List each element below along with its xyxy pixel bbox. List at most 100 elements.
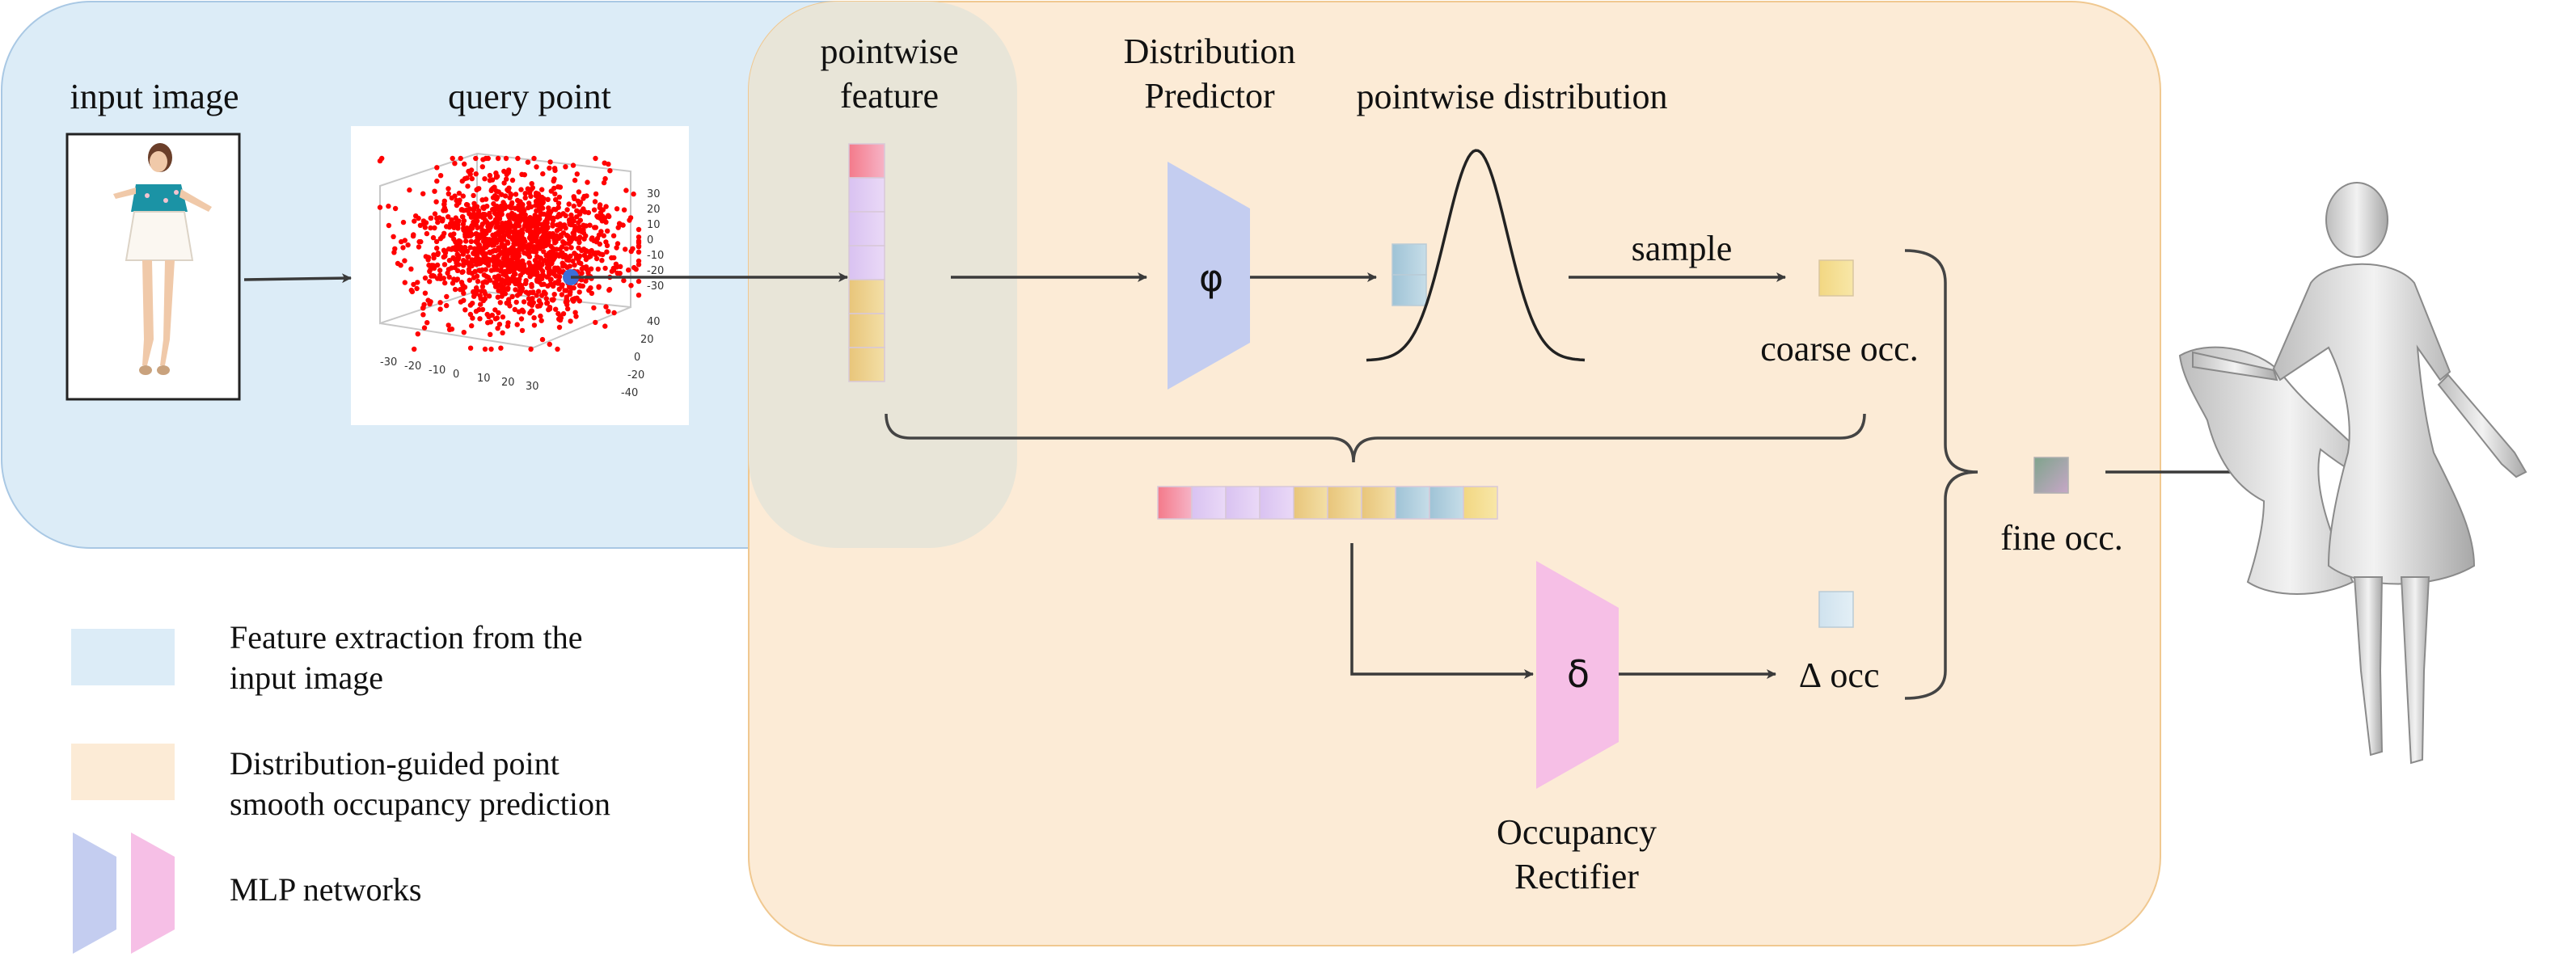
scatter-point [540,171,546,177]
scatter-point [411,232,416,238]
scatter-point [556,324,563,331]
scatter-point [621,277,627,284]
scatter-point [468,238,474,244]
scatter-point [377,158,383,164]
scatter-point [467,277,472,283]
occupancy-prediction-panel [748,1,2161,946]
scatter-point [495,326,500,331]
scatter-point [557,184,564,190]
scatter-point [449,217,454,223]
scatter-point [604,242,610,249]
scatter-point [522,195,528,200]
scatter-point [482,245,488,251]
scatter-point [583,264,589,270]
scatter-point [606,286,613,293]
scatter-point [531,215,538,221]
scatter-point [546,269,552,275]
scatter-point [599,258,605,263]
scatter-point [463,259,469,266]
scatter-point [508,205,514,211]
scatter-point [494,239,500,246]
scatter-point [565,234,571,239]
scatter-point [437,268,443,273]
scatter-point [603,219,609,225]
scatter-point [479,306,486,313]
scatter-point [571,230,577,235]
x-tick-label: -20 [404,360,421,373]
scatter-point [451,256,457,262]
z-tick-label: 0 [647,234,653,247]
scatter-point [521,262,527,268]
scatter-point [601,179,607,186]
scatter-point [551,292,557,297]
scatter-point [493,173,500,179]
scatter-point [585,179,590,185]
scatter-point [539,293,545,298]
scatter-point [424,320,430,326]
combine-brace [1904,249,1978,700]
scatter-point [570,258,576,264]
scatter-point [539,273,545,280]
scatter-point [636,278,642,285]
scatter-point [563,213,568,218]
scatter-point [479,251,486,257]
scatter-point [611,310,617,316]
concat-cell-6 [1327,486,1362,520]
y-tick-label: 0 [634,352,640,364]
z-tick-label: 20 [647,204,661,216]
scatter-point [473,247,479,252]
scatter-point [421,325,428,331]
distribution-predictor-label: Distribution Predictor [1123,32,1296,116]
scatter-point [446,214,451,220]
scatter-point [448,232,454,238]
scatter-point [453,246,458,251]
scatter-point [407,187,412,193]
scatter-point [471,200,477,206]
scatter-point [569,297,576,302]
concat-cell-5 [1293,486,1328,520]
scatter-point [492,280,497,285]
scatter-point [426,262,432,268]
z-tick-label: 30 [647,188,661,200]
scatter-point [476,306,482,313]
scatter-point [552,191,558,197]
scatter-point [477,316,483,322]
scatter-point [553,251,560,257]
scatter-point [526,270,531,276]
scatter-point [437,300,443,306]
scatter-point [437,306,443,312]
concat-cell-10 [1463,486,1498,520]
scatter-point [484,219,490,225]
scatter-point [460,214,466,220]
pointwise-feature-vector [848,143,885,382]
scatter-point [495,206,501,212]
scatter-point [435,251,441,256]
scatter-point [499,263,505,270]
scatter-point [543,227,549,234]
scatter-point [509,293,515,300]
scatter-point [525,159,531,165]
scatter-point [479,221,485,227]
scatter-point [636,226,642,233]
scatter-point [633,266,639,272]
concat-brace [885,413,1866,463]
scatter-point [421,301,427,307]
scatter-point [446,327,453,332]
scatter-point [422,275,429,281]
scatter-point [606,213,611,218]
scatter-point [594,235,601,242]
scatter-point [636,242,642,249]
scatter-point [609,268,615,274]
scatter-point [547,159,553,165]
distribution-predictor-mlp [1168,162,1250,390]
scatter-point [522,223,528,230]
scatter-point [550,230,555,237]
scatter-point [428,225,433,231]
scatter-point [434,262,441,268]
scatter-point [551,176,557,182]
scatter-point [528,204,534,209]
x-tick-label: -10 [429,365,446,377]
scatter-point [576,239,582,246]
scatter-point [515,155,521,162]
scatter-point [456,200,462,206]
